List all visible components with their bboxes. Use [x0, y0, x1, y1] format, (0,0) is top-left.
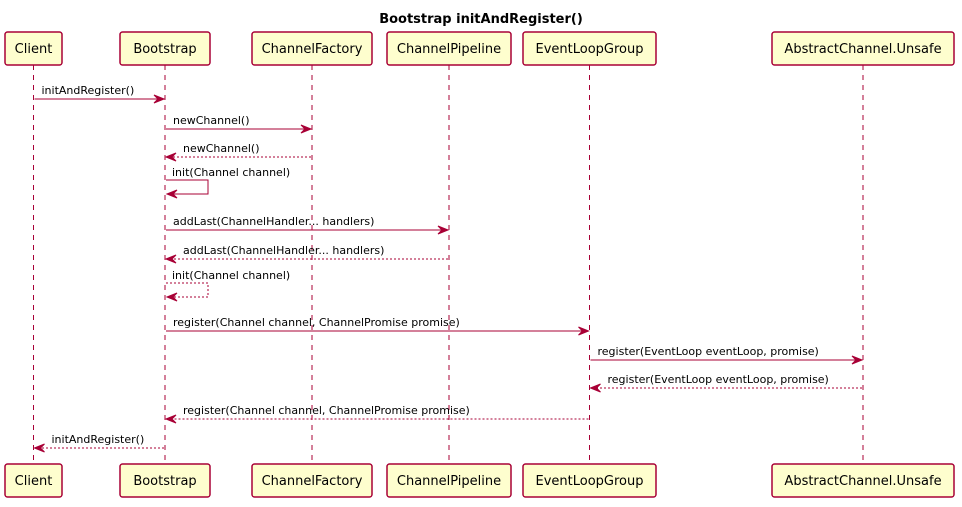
message-8: register(Channel channel, ChannelPromise…	[166, 316, 590, 336]
message-9: register(EventLoop eventLoop, promise)	[590, 345, 864, 365]
participant-box	[4, 31, 63, 66]
participant-eventloopgroup-bottom: EventLoopGroup	[522, 463, 657, 498]
participant-unsafe-top: AbstractChannel.Unsafe	[771, 31, 955, 66]
participant-box	[771, 463, 955, 498]
message-6: addLast(ChannelHandler... handlers)	[164, 244, 448, 264]
participant-box	[251, 31, 373, 66]
participant-label: Bootstrap	[133, 474, 196, 489]
message-label: register(Channel channel, ChannelPromise…	[183, 404, 470, 417]
message-label: init(Channel channel)	[172, 166, 290, 179]
participant-label: ChannelFactory	[262, 42, 363, 57]
participant-label: Bootstrap	[133, 42, 196, 57]
message-label: initAndRegister()	[42, 84, 135, 97]
message-line	[166, 179, 209, 195]
arrowhead	[851, 355, 864, 365]
participant-box	[119, 463, 211, 498]
participant-channelpipeline-top: ChannelPipeline	[386, 31, 512, 66]
diagram-title: Bootstrap initAndRegister()	[379, 12, 583, 27]
participant-box	[386, 31, 512, 66]
participant-label: EventLoopGroup	[536, 42, 644, 57]
participant-channelpipeline-bottom: ChannelPipeline	[386, 463, 512, 498]
message-label: initAndRegister()	[52, 433, 145, 446]
message-label: register(EventLoop eventLoop, promise)	[598, 345, 819, 358]
participant-client-bottom: Client	[4, 463, 63, 498]
participant-label: ChannelPipeline	[397, 42, 501, 57]
participant-label: AbstractChannel.Unsafe	[784, 474, 941, 489]
message-11: register(Channel channel, ChannelPromise…	[164, 404, 589, 424]
participant-box	[119, 31, 211, 66]
participant-box	[522, 463, 657, 498]
arrowhead	[300, 124, 313, 134]
arrowhead	[164, 254, 177, 264]
participant-eventloopgroup-top: EventLoopGroup	[522, 31, 657, 66]
arrowhead	[165, 292, 178, 302]
participant-label: ChannelFactory	[262, 474, 363, 489]
message-4: init(Channel channel)	[165, 166, 290, 199]
participants-bottom: Client Bootstrap ChannelFactory ChannelPipe…	[4, 463, 955, 498]
messages: initAndRegister() newChannel() newChannel(…	[33, 84, 864, 453]
participant-bootstrap-bottom: Bootstrap	[119, 463, 211, 498]
message-label: addLast(ChannelHandler... handlers)	[183, 244, 384, 257]
participant-unsafe-bottom: AbstractChannel.Unsafe	[771, 463, 955, 498]
message-2: newChannel()	[166, 114, 313, 134]
message-5: addLast(ChannelHandler... handlers)	[166, 215, 450, 235]
arrowhead	[589, 383, 601, 393]
participant-box	[4, 463, 63, 498]
arrowhead	[33, 443, 45, 453]
participant-channelfactory-bottom: ChannelFactory	[251, 463, 373, 498]
participant-client-top: Client	[4, 31, 63, 66]
participant-label: ChannelPipeline	[397, 474, 501, 489]
participant-label: EventLoopGroup	[536, 474, 644, 489]
arrowhead	[164, 152, 177, 162]
message-label: register(Channel channel, ChannelPromise…	[173, 316, 460, 329]
participant-box	[251, 463, 373, 498]
message-label: newChannel()	[183, 142, 259, 155]
arrowhead	[578, 326, 590, 336]
message-10: register(EventLoop eventLoop, promise)	[589, 373, 862, 393]
message-3: newChannel()	[164, 142, 311, 162]
message-7: init(Channel channel)	[165, 269, 290, 302]
participant-box	[522, 31, 657, 66]
arrowhead	[165, 189, 178, 199]
message-label: init(Channel channel)	[172, 269, 290, 282]
participant-bootstrap-top: Bootstrap	[119, 31, 211, 66]
message-label: newChannel()	[173, 114, 249, 127]
arrowhead	[153, 94, 166, 104]
participant-channelfactory-top: ChannelFactory	[251, 31, 373, 66]
participant-label: AbstractChannel.Unsafe	[784, 42, 941, 57]
message-label: register(EventLoop eventLoop, promise)	[608, 373, 829, 386]
participant-box	[386, 463, 512, 498]
message-1: initAndRegister()	[34, 84, 166, 104]
participants-top: Client Bootstrap ChannelFactory ChannelPipe…	[4, 31, 955, 66]
arrowhead	[164, 414, 177, 424]
message-line	[166, 282, 209, 298]
message-12: initAndRegister()	[33, 433, 164, 453]
lifelines	[33, 65, 864, 464]
message-label: addLast(ChannelHandler... handlers)	[173, 215, 374, 228]
participant-label: Client	[15, 474, 53, 489]
participant-box	[771, 31, 955, 66]
participant-label: Client	[15, 42, 53, 57]
arrowhead	[437, 225, 450, 235]
